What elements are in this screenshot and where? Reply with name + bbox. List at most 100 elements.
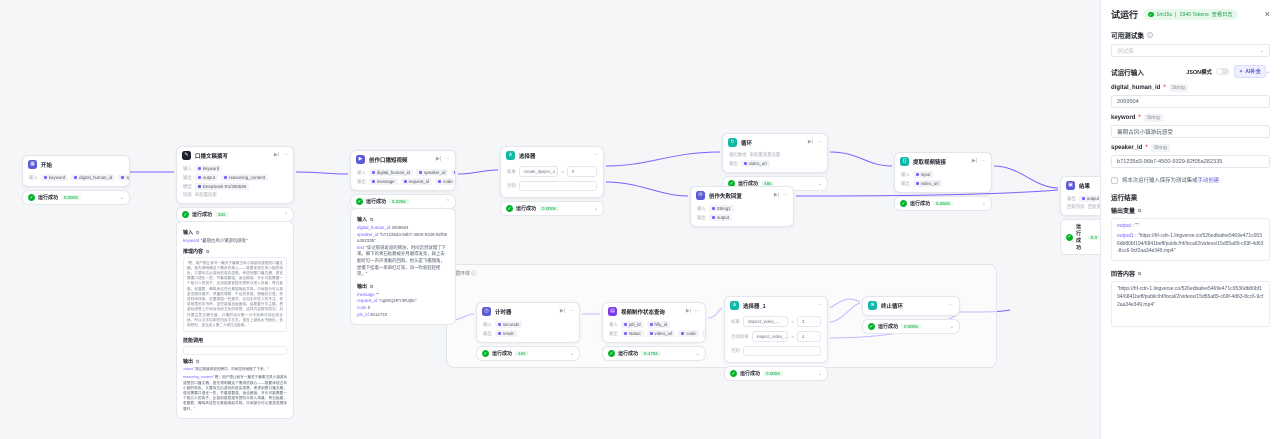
condition-left-select[interactable]: inspect_video_... xyxy=(751,331,789,342)
save-testset-row[interactable]: 将本次运行输入保存为测试集或手动创建 xyxy=(1111,176,1270,184)
node-status[interactable]: ✓ 运行成功 0.176s ⌄ xyxy=(602,346,706,361)
node-status[interactable]: ✓ 运行成功 32s ⌃ xyxy=(176,207,294,222)
node-timer[interactable]: ◷ 计时器 ▶| ⋯ 输入 seconds 输出 result ✓ 运行成功 1… xyxy=(476,302,580,361)
copy-icon[interactable]: ⧉ xyxy=(196,230,200,235)
speaker-id-input[interactable]: b71235d3-96b7-4500-9329-82f05a282335 xyxy=(1111,155,1270,168)
chevron-down-icon[interactable]: ⌄ xyxy=(119,194,124,201)
node-selector[interactable]: ⋔ 选择器 ⋯ 如果 create_lipsync_v... = 0 否则 ✓ xyxy=(500,146,604,216)
node-status[interactable]: ✓ 运行成功 0.005s ⌄ xyxy=(724,366,828,381)
run-node-icon[interactable]: ▶| xyxy=(273,152,279,158)
status-text: 运行成功 xyxy=(618,351,639,357)
node-extract-link[interactable]: {} 提取视频链接 ▶| ⋯ 输入 input 输出 video_url ✓ 运… xyxy=(894,152,992,211)
chevron-down-icon[interactable]: ⌄ xyxy=(817,180,822,187)
more-icon[interactable]: ⋯ xyxy=(783,192,788,198)
chevron-down-icon[interactable]: ⌄ xyxy=(949,323,954,330)
answer-text-label: 回答内容 xyxy=(1111,272,1136,278)
node-result[interactable]: ▣ 结果 输出 output 回复内容 回复变量 ✓ 运行成功 0.0 xyxy=(1060,176,1100,255)
loop-node-icon: ↻ xyxy=(728,138,737,147)
else-branch-box[interactable] xyxy=(518,181,597,191)
more-icon[interactable]: ⋯ xyxy=(593,152,598,158)
required-marker: * xyxy=(1145,145,1148,151)
node-loop[interactable]: ↻ 循环 ▶| ⋯ 遍历数组 未配置变量设置 输出 video_url ✓ 运行… xyxy=(722,133,828,191)
ai-complete-button[interactable]: ✦ AI补全 xyxy=(1233,65,1266,78)
save-testset-checkbox[interactable] xyxy=(1111,176,1118,184)
more-icon[interactable]: ⋯ xyxy=(569,308,574,314)
chevron-up-icon[interactable]: ⌃ xyxy=(445,198,450,205)
status-text: 运行成功 xyxy=(38,195,59,201)
run-node-icon[interactable]: ▶| xyxy=(435,156,441,162)
row-label: 输入 xyxy=(901,171,910,177)
json-mode-toggle[interactable] xyxy=(1215,68,1229,75)
node-status-query[interactable]: ▤ 视频制作状态查询 ▶| ⋯ 输入 job_id hfly_id 输出 sta… xyxy=(602,302,706,361)
else-branch-box[interactable] xyxy=(742,346,821,356)
required-marker: * xyxy=(1163,85,1166,91)
node-status[interactable]: ✓ 运行成功 0.0 xyxy=(1060,219,1100,255)
copy-icon[interactable]: ⧉ xyxy=(370,217,374,222)
node-stop-loop[interactable]: ⊗ 终止循环 ⋯ ✓ 运行成功 0.000s ⌄ xyxy=(862,296,960,334)
digital-human-id-input[interactable]: 2069504 xyxy=(1111,95,1270,108)
node-status[interactable]: ✓ 运行成功 0.226s ⌃ xyxy=(350,194,456,209)
chevron-down-icon[interactable]: ⌄ xyxy=(569,350,574,357)
copy-icon[interactable]: ⧉ xyxy=(206,248,210,254)
node-status[interactable]: ✓ 运行成功 0.000s ⌄ xyxy=(22,190,130,205)
selector-1-node-icon: ⋔ xyxy=(730,301,739,310)
more-icon[interactable]: ⋯ xyxy=(817,302,822,308)
view-log-link[interactable]: 查看日志 xyxy=(1211,12,1233,18)
node-copywriting[interactable]: ✎ 口播文稿撰写 ▶| ⋯ 输入 keyword 输出 output reaso… xyxy=(176,146,294,419)
run-node-icon[interactable]: ▶| xyxy=(559,308,565,314)
testset-select[interactable]: 测试集 ⌄ xyxy=(1111,44,1270,57)
row-label: 输出 xyxy=(357,178,366,184)
node-fail-reply[interactable]: ✉ 创作失败回复 ▶| ⋯ 输入 String1 输出 output xyxy=(690,186,794,227)
create-video-node-icon: ▶ xyxy=(356,155,365,164)
workflow-canvas[interactable]: 循环体 ⓘ ▦ 开始 输入 keyword digital_human_id s… xyxy=(0,0,1100,439)
success-icon: ✓ xyxy=(730,370,737,377)
chevron-down-icon[interactable]: ⌄ xyxy=(1265,68,1270,75)
node-create-video[interactable]: ▶ 创作口播短视频 ▶| ⋯ 输入 digital_human_id speak… xyxy=(350,150,456,326)
node-status[interactable]: ✓ 运行成功 10s ⌄ xyxy=(476,346,580,361)
more-icon[interactable]: ⋯ xyxy=(283,152,288,158)
node-status[interactable]: ✓ 运行成功 0.000s ⌄ xyxy=(862,319,960,334)
info-icon[interactable]: i xyxy=(1146,32,1153,38)
keyword-input[interactable]: 暑期古风小镇游玩感受 xyxy=(1111,125,1270,138)
chevron-down-icon[interactable]: ⌄ xyxy=(593,205,598,212)
success-icon: ✓ xyxy=(506,205,513,212)
node-start[interactable]: ▦ 开始 输入 keyword digital_human_id speaker… xyxy=(22,155,130,205)
copy-icon[interactable]: ⧉ xyxy=(196,359,200,365)
run-node-icon[interactable]: ▶| xyxy=(807,139,813,145)
more-icon[interactable]: ⋯ xyxy=(445,156,450,162)
panel-header: 试运行 ✓ 1m15s | 1940 Tokens 查看日志 × xyxy=(1111,8,1270,21)
copy-icon[interactable]: ⧉ xyxy=(1138,208,1142,213)
chevron-down-icon[interactable]: ⌄ xyxy=(981,200,986,207)
condition-left-select[interactable]: create_lipsync_v... xyxy=(518,166,559,177)
status-time: 0.0 xyxy=(1087,234,1100,240)
condition-right-value[interactable]: 3 xyxy=(797,316,821,327)
port-chip: message xyxy=(368,178,398,185)
chevron-down-icon[interactable]: ⌄ xyxy=(695,350,700,357)
save-testset-label: 将本次运行输入保存为测试集或手动创建 xyxy=(1122,176,1219,184)
more-icon[interactable]: ⋯ xyxy=(817,139,822,145)
chevron-up-icon[interactable]: ⌃ xyxy=(283,211,288,218)
success-icon: ✓ xyxy=(1066,233,1073,241)
condition-right-value[interactable]: 4 xyxy=(797,331,821,342)
node-status[interactable]: ✓ 运行成功 0.000s ⌄ xyxy=(500,201,604,216)
more-icon[interactable]: ⋯ xyxy=(695,308,700,314)
condition-right-value[interactable]: 0 xyxy=(567,166,597,177)
chevron-down-icon[interactable]: ⌄ xyxy=(817,370,822,377)
run-node-icon[interactable]: ▶| xyxy=(971,158,977,164)
kv-key: text xyxy=(357,244,365,250)
condition-left-select[interactable]: inspect_video_... xyxy=(742,316,789,327)
run-node-icon[interactable]: ▶| xyxy=(773,192,779,198)
node-title: 视频制作状态查询 xyxy=(621,309,665,316)
manual-create-link[interactable]: 手动创建 xyxy=(1197,178,1220,184)
more-icon[interactable]: ⋯ xyxy=(981,158,986,164)
copy-icon[interactable]: ⧉ xyxy=(370,283,374,289)
node-title: 口播文稿撰写 xyxy=(195,153,228,160)
copy-icon[interactable]: ⧉ xyxy=(1138,271,1142,276)
node-selector-1[interactable]: ⋔ 选择器_1 ⋯ 如果 inspect_video_... = 3 否则如果 … xyxy=(724,296,828,381)
field-type: String xyxy=(1143,114,1163,122)
node-status[interactable]: ✓ 运行成功 0.060s ⌄ xyxy=(894,196,992,211)
run-node-icon[interactable]: ▶| xyxy=(685,308,691,314)
close-icon[interactable]: × xyxy=(1264,9,1270,19)
more-icon[interactable]: ⋯ xyxy=(949,302,954,308)
json-mode-group[interactable]: JSON模式 xyxy=(1186,68,1229,76)
